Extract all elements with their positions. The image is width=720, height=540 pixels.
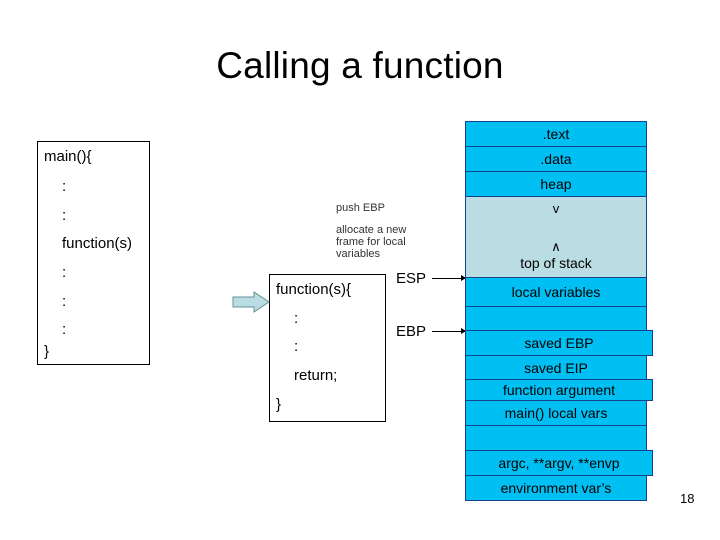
main-function-code-box: main(){ : : function(s) : : : }: [37, 141, 150, 365]
stack-row-heap: heap: [465, 171, 647, 197]
code-line-function-call: function(s): [62, 235, 133, 252]
stack-row-saved-eip: saved EIP: [465, 355, 647, 380]
stack-row-main-local-vars: main() local vars: [465, 400, 647, 426]
call-flow-arrow-icon: [232, 291, 270, 313]
stack-row-free-gap: v ∧ top of stack: [465, 196, 647, 278]
stack-row-environment-vars: environment var’s: [465, 475, 647, 501]
code-line-return: return;: [294, 367, 338, 384]
ebp-arrow-icon: [461, 328, 466, 334]
stack-row-saved-ebp: saved EBP: [465, 330, 653, 356]
code-line-ellipsis: :: [62, 207, 67, 224]
stack-row-local-variables: local variables: [465, 277, 647, 307]
annotation-push-ebp: push EBP: [336, 202, 385, 214]
code-line-ellipsis: :: [62, 293, 67, 310]
called-function-code-box: function(s){ : : return; }: [269, 274, 386, 422]
stack-growth-up-icon: ∧: [551, 239, 561, 254]
stack-row-spacer: [465, 306, 647, 331]
stack-row-text: .text: [465, 121, 647, 147]
ebp-register-label: EBP: [396, 323, 427, 340]
annotation-allocate-frame: allocate a new frame for local variables: [336, 224, 407, 260]
code-line-ellipsis: :: [62, 178, 67, 195]
code-line-main-open: main(){: [44, 148, 92, 165]
code-line-function-open: function(s){: [276, 281, 352, 298]
stack-row-data: .data: [465, 146, 647, 172]
heap-growth-down-icon: v: [552, 201, 560, 216]
esp-pointer-line: [432, 278, 465, 279]
page-number: 18: [680, 491, 695, 506]
stack-row-argc-argv-envp: argc, **argv, **envp: [465, 450, 653, 476]
code-line-ellipsis: :: [62, 321, 67, 338]
stack-row-spacer: [465, 425, 647, 451]
esp-register-label: ESP: [396, 270, 427, 287]
stack-row-function-argument: function argument: [465, 379, 653, 401]
code-line-ellipsis: :: [294, 310, 299, 327]
esp-arrow-icon: [461, 275, 466, 281]
page-title: Calling a function: [216, 45, 504, 86]
top-of-stack-label: top of stack: [520, 255, 592, 271]
code-line-function-close: }: [276, 396, 282, 413]
code-line-main-close: }: [44, 343, 50, 360]
code-line-ellipsis: :: [62, 264, 67, 281]
ebp-pointer-line: [432, 331, 465, 332]
code-line-ellipsis: :: [294, 338, 299, 355]
